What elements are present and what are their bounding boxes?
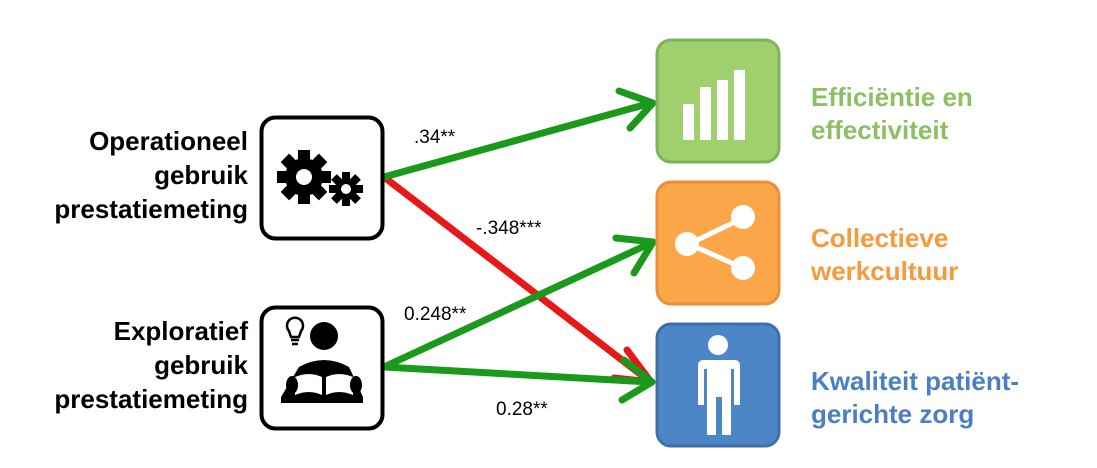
arrowhead-exploratief-collectieve bbox=[612, 234, 657, 277]
source-label-line: gebruik bbox=[154, 160, 248, 190]
arrowhead-exploratief-kwaliteit bbox=[618, 356, 656, 404]
arrowhead-operationeel-efficientie bbox=[615, 87, 657, 132]
outcome-label-line: werkcultuur bbox=[811, 256, 959, 286]
outcome-box-kwaliteit bbox=[655, 322, 781, 448]
source-label-exploratief: Exploratief gebruik prestatiemeting bbox=[8, 314, 248, 416]
source-label-line: gebruik bbox=[154, 350, 248, 380]
outcome-label-efficientie: Efficiëntie en effectiviteit bbox=[811, 81, 973, 147]
outcome-label-line: Efficiëntie en bbox=[811, 82, 973, 112]
outcome-box-collectieve bbox=[655, 180, 781, 306]
source-label-line: prestatiemeting bbox=[54, 194, 248, 224]
coefficient-exploratief-collectieve: 0.248** bbox=[404, 304, 467, 325]
person-icon bbox=[698, 335, 740, 435]
coefficient-operationeel-kwaliteit: -.348*** bbox=[476, 218, 542, 239]
source-box-operationeel bbox=[259, 115, 385, 241]
lightbulb-icon bbox=[285, 316, 305, 346]
arrow-exploratief-collectieve bbox=[380, 239, 655, 371]
arrow-exploratief-kwaliteit bbox=[380, 363, 654, 386]
arrow-operationeel-kwaliteit bbox=[380, 173, 652, 384]
outcome-label-line: Kwaliteit patiënt- bbox=[811, 366, 1020, 396]
reader-lightbulb-icon bbox=[281, 316, 363, 403]
coefficient-operationeel-efficientie: .34** bbox=[414, 127, 456, 148]
outcome-label-line: gerichte zorg bbox=[811, 399, 975, 429]
outcome-label-collectieve: Collectieve werkcultuur bbox=[811, 222, 958, 288]
source-label-line: prestatiemeting bbox=[54, 384, 248, 414]
bar-chart-icon bbox=[683, 70, 745, 140]
outcome-box-efficientie bbox=[655, 38, 781, 164]
outcome-label-kwaliteit: Kwaliteit patiënt- gerichte zorg bbox=[811, 365, 1019, 431]
outcome-label-line: Collectieve bbox=[811, 223, 949, 253]
outcome-label-line: effectiviteit bbox=[811, 115, 949, 145]
source-box-exploratief bbox=[259, 305, 385, 431]
source-label-line: Operationeel bbox=[89, 126, 248, 156]
source-label-line: Exploratief bbox=[113, 316, 248, 346]
coefficient-exploratief-kwaliteit: 0.28** bbox=[496, 399, 548, 420]
share-icon bbox=[675, 205, 755, 280]
arrow-operationeel-efficientie bbox=[380, 99, 655, 181]
source-label-operationeel: Operationeel gebruik prestatiemeting bbox=[8, 124, 248, 226]
